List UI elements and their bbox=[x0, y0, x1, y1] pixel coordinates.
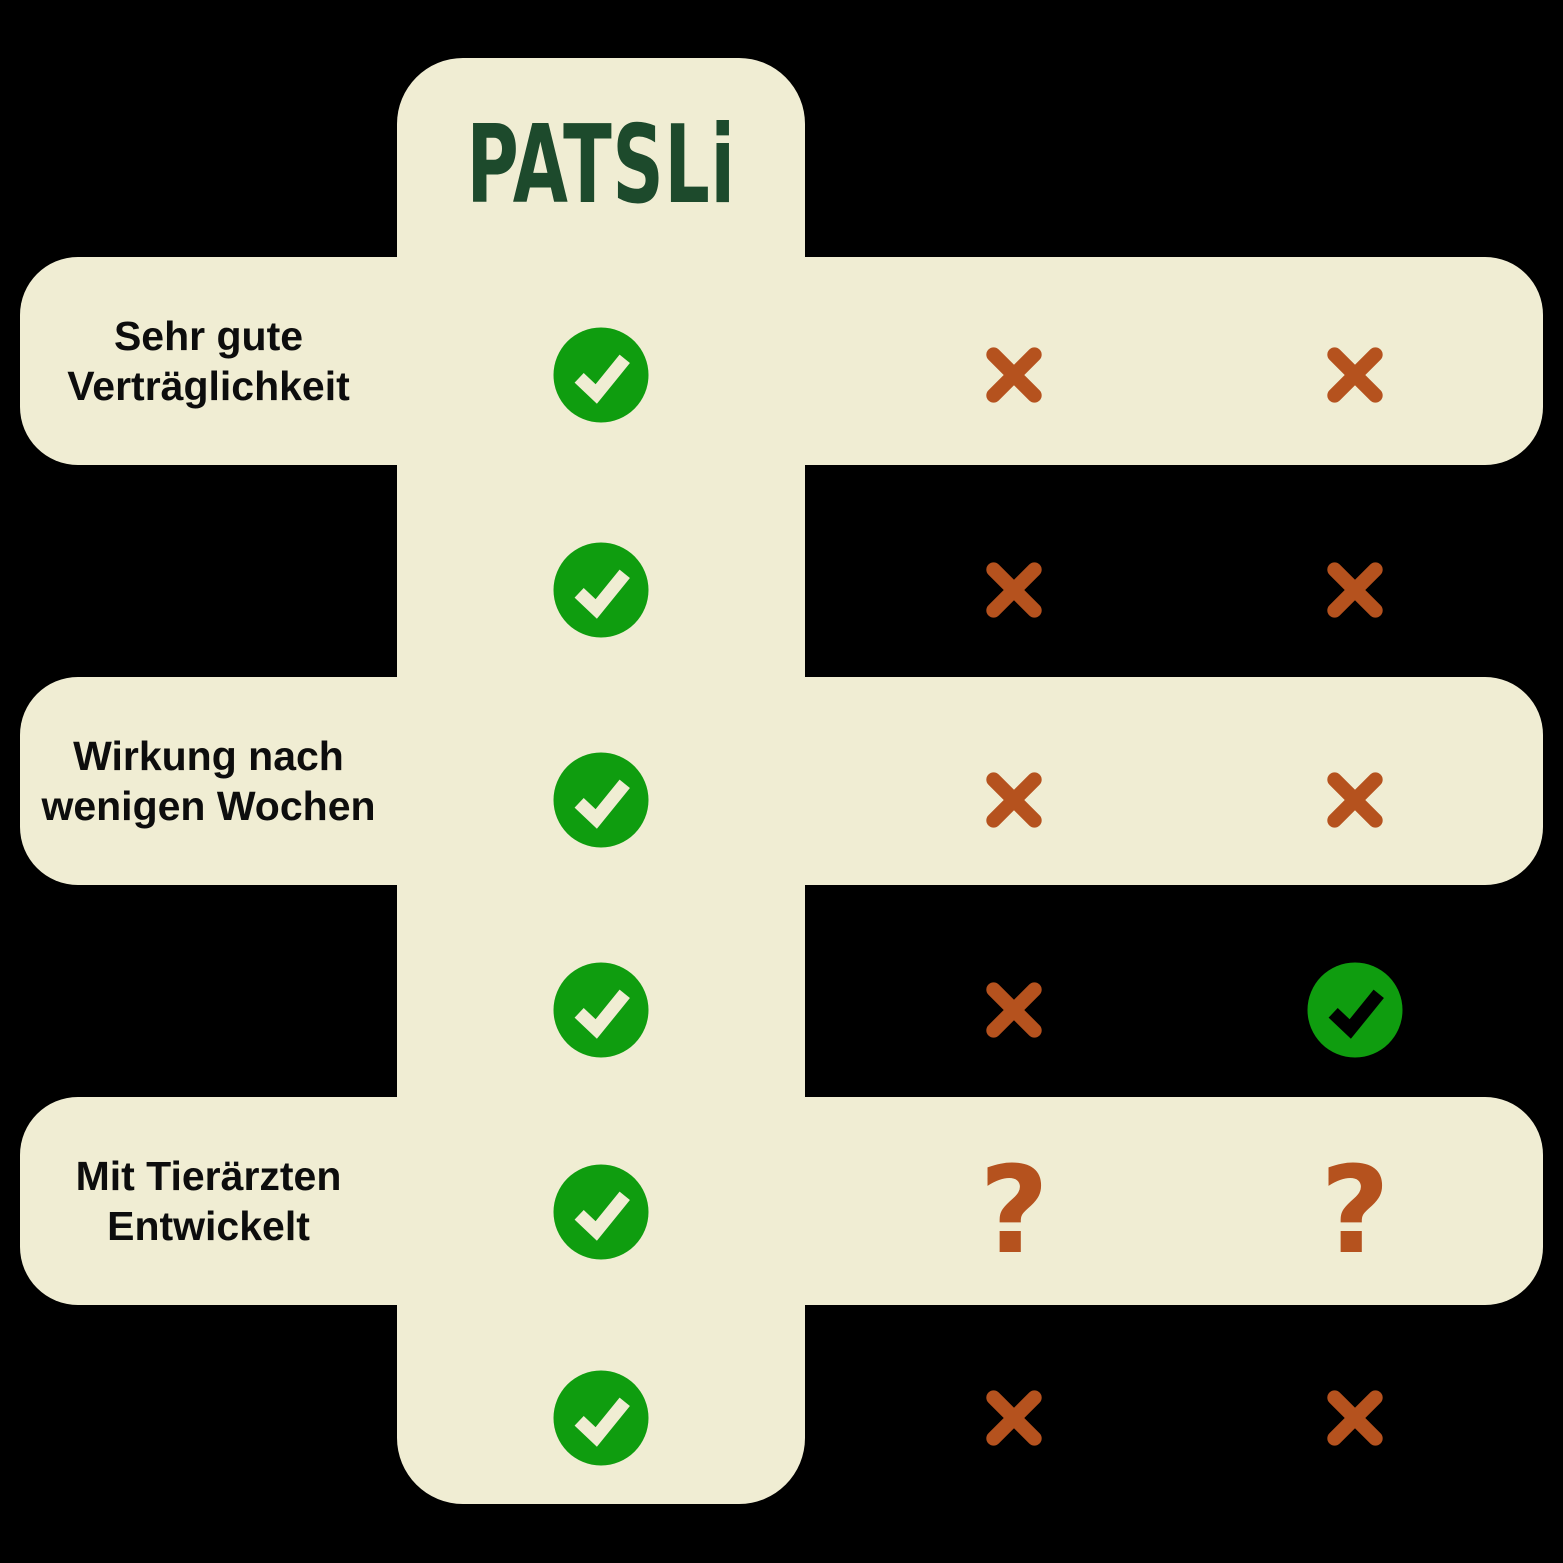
mark-cell bbox=[980, 556, 1048, 624]
mark-cell bbox=[1321, 1384, 1389, 1452]
mark-cell bbox=[553, 752, 649, 848]
check-icon bbox=[553, 962, 649, 1058]
mark-cell bbox=[1321, 556, 1389, 624]
feature-label-line: Sehr gute bbox=[113, 312, 304, 359]
question-icon: ? bbox=[979, 1142, 1049, 1281]
question-icon: ? bbox=[1320, 1142, 1390, 1281]
cross-icon bbox=[1327, 772, 1383, 828]
mark-cell bbox=[553, 542, 649, 638]
check-icon bbox=[553, 1164, 649, 1260]
cross-icon bbox=[1327, 347, 1383, 403]
feature-label-line: wenigen Wochen bbox=[41, 783, 376, 829]
check-icon bbox=[553, 752, 649, 848]
mark-cell bbox=[980, 976, 1048, 1044]
mark-cell: ? bbox=[1320, 1152, 1390, 1272]
check-icon bbox=[553, 327, 649, 423]
brand-logo: PATSLi bbox=[466, 103, 736, 228]
mark-cell bbox=[1307, 962, 1403, 1058]
mark-cell bbox=[980, 341, 1048, 409]
mark-cell bbox=[980, 1384, 1048, 1452]
mark-cell bbox=[1321, 766, 1389, 834]
feature-label-line: Entwickelt bbox=[107, 1203, 310, 1249]
feature-label-line: Verträglichkeit bbox=[67, 363, 350, 409]
cross-icon bbox=[986, 982, 1042, 1038]
mark-cell bbox=[553, 1164, 649, 1260]
feature-label-line: Wirkung nach bbox=[73, 732, 344, 779]
mark-cell bbox=[553, 327, 649, 423]
mark-cell: ? bbox=[979, 1152, 1049, 1272]
cross-icon bbox=[986, 1390, 1042, 1446]
feature-label-line: Mit Tierärzten bbox=[75, 1152, 342, 1199]
check-icon bbox=[553, 1370, 649, 1466]
mark-cell bbox=[553, 1370, 649, 1466]
cross-icon bbox=[986, 562, 1042, 618]
cross-icon bbox=[986, 347, 1042, 403]
cross-icon bbox=[1327, 1390, 1383, 1446]
cross-icon bbox=[986, 772, 1042, 828]
cross-icon bbox=[1327, 562, 1383, 618]
mark-cell bbox=[553, 962, 649, 1058]
mark-cell bbox=[1321, 341, 1389, 409]
check-icon bbox=[553, 542, 649, 638]
mark-cell bbox=[980, 766, 1048, 834]
check-icon bbox=[1307, 962, 1403, 1058]
